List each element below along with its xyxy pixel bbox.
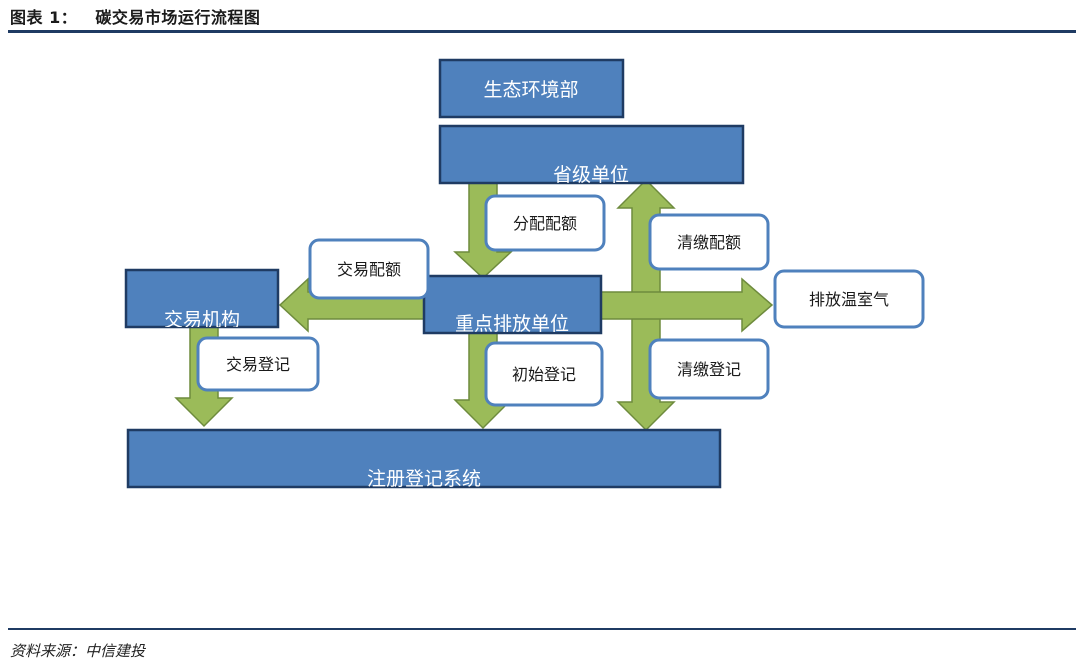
label-ghg-emission: 排放温室气	[773, 269, 925, 329]
label-initial-registration: 初始登记	[484, 341, 604, 407]
figure-title: 图表 1： 碳交易市场运行流程图	[10, 8, 261, 27]
node-trading-agency-label: 交易机构	[164, 309, 240, 331]
label-trading-registration-text: 交易登记	[226, 355, 290, 374]
source-note: 资料来源：中信建投	[10, 642, 146, 660]
label-allocation: 分配配额	[484, 194, 606, 252]
node-key-emitters-label: 重点排放单位	[455, 313, 569, 335]
node-registry-label: 注册登记系统	[367, 468, 481, 490]
node-trading-agency: 交易机构	[124, 268, 280, 331]
label-allocation-text: 分配配额	[513, 214, 577, 233]
label-settlement-registration: 清缴登记	[648, 338, 770, 400]
label-trading-quota-text: 交易配额	[337, 260, 401, 279]
bottom-rule	[8, 628, 1076, 630]
arrow-ghg-emission	[600, 277, 774, 333]
node-key-emitters: 重点排放单位	[422, 274, 603, 335]
node-provincial-label: 省级单位	[553, 164, 629, 186]
label-initial-registration-text: 初始登记	[512, 365, 576, 384]
label-ghg-emission-text: 排放温室气	[809, 290, 889, 309]
node-provincial: 省级单位	[438, 124, 745, 186]
label-settlement-registration-text: 清缴登记	[677, 360, 741, 379]
label-settlement-quota-text: 清缴配额	[677, 233, 741, 252]
top-rule	[8, 30, 1076, 33]
label-trading-quota: 交易配额	[308, 238, 430, 300]
node-env-ministry: 生态环境部	[438, 58, 625, 119]
node-registry: 注册登记系统	[126, 428, 722, 490]
label-settlement-quota: 清缴配额	[648, 213, 770, 271]
node-env-ministry-label: 生态环境部	[483, 79, 578, 101]
label-trading-registration: 交易登记	[196, 336, 320, 392]
